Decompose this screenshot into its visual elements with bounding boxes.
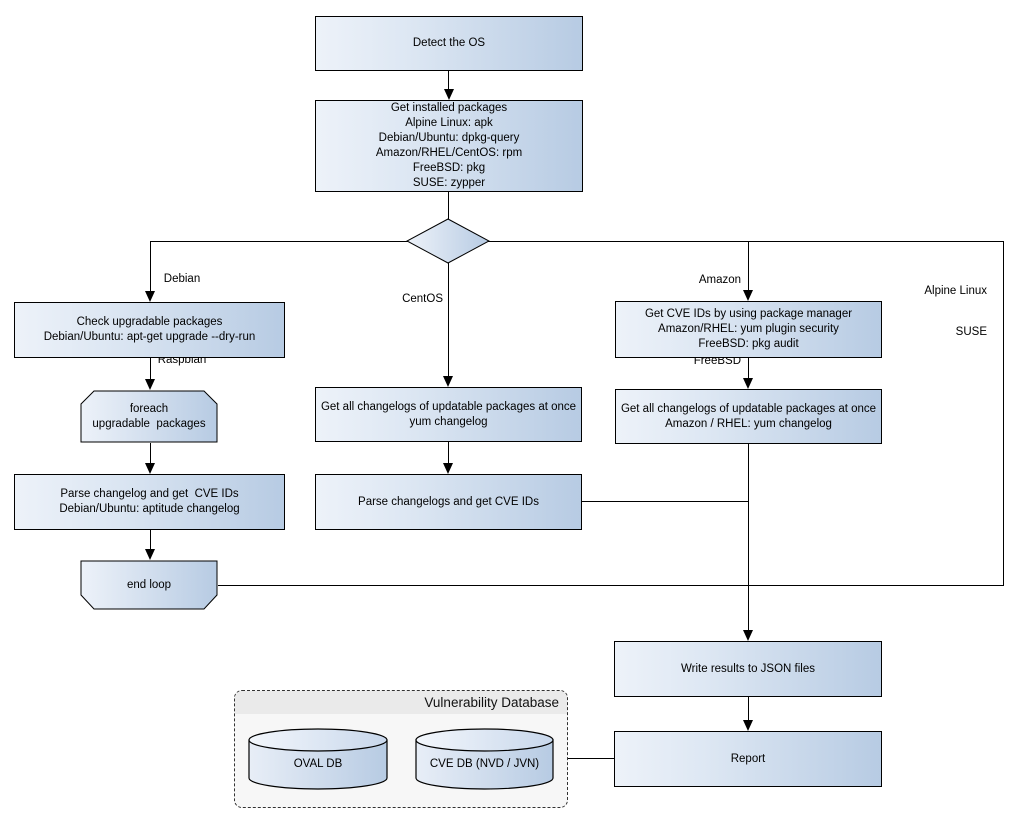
node-get-cve-ids-package-manager: Get CVE IDs by using package manager Ama…	[615, 301, 882, 358]
db-cylinder-cve: CVE DB (NVD / JVN)	[415, 728, 554, 792]
node-line: Amazon/RHEL: yum plugin security	[658, 323, 839, 335]
connector-line	[448, 263, 449, 378]
branch-label-centos: CentOS	[383, 266, 443, 334]
connector-line	[568, 758, 614, 759]
arrowhead-icon	[145, 549, 155, 560]
node-line: Debian/Ubuntu: aptitude changelog	[59, 503, 240, 515]
arrowhead-icon	[743, 378, 753, 389]
branch-label-line: SUSE	[955, 325, 987, 338]
connector-line	[748, 697, 749, 722]
node-line: Check upgradable packages	[76, 316, 223, 328]
connector-line	[218, 585, 1004, 586]
node-line: Debian/Ubuntu: dpkg-query	[378, 132, 520, 144]
node-write-results-json: Write results to JSON files	[614, 641, 882, 697]
node-get-changelogs-centos: Get all changelogs of updatable packages…	[315, 387, 582, 442]
arrowhead-icon	[443, 376, 453, 387]
arrowhead-icon	[743, 630, 753, 641]
node-get-changelogs-amazon: Get all changelogs of updatable packages…	[615, 389, 882, 444]
loop-start-shape-icon	[80, 390, 218, 443]
node-line: Get all changelogs of updatable packages…	[620, 402, 877, 415]
node-line: upgradable packages	[92, 417, 206, 430]
connector-line	[448, 442, 449, 465]
connector-line	[150, 241, 410, 242]
connector-line	[150, 443, 151, 465]
connector-line	[748, 358, 749, 380]
node-report: Report	[614, 731, 882, 787]
node-get-installed-packages: Get installed packages Alpine Linux: apk…	[315, 100, 583, 192]
vulnerability-database-header: Vulnerability Database	[235, 691, 567, 714]
connector-line	[448, 192, 449, 220]
db-label: OVAL DB	[293, 757, 343, 770]
node-line: Write results to JSON files	[681, 662, 815, 675]
database-cylinder-icon	[415, 728, 554, 790]
node-parse-changelog-debian: Parse changelog and get CVE IDs Debian/U…	[14, 474, 285, 530]
node-line: Alpine Linux: apk	[405, 117, 493, 129]
node-line: Debian/Ubuntu: apt-get upgrade --dry-run	[43, 331, 256, 343]
diamond-shape-icon	[405, 218, 491, 264]
database-cylinder-icon	[248, 728, 388, 790]
vulnerability-database-title: Vulnerability Database	[424, 695, 559, 710]
node-line: Amazon / RHEL: yum changelog	[665, 417, 832, 430]
decision-diamond	[405, 218, 491, 264]
connector-line	[150, 358, 151, 381]
node-line: Parse changelog and get CVE IDs	[60, 488, 239, 500]
connector-line	[150, 241, 151, 293]
node-line: Get CVE IDs by using package manager	[644, 308, 853, 320]
connector-line	[1003, 241, 1004, 585]
node-line: SUSE: zypper	[412, 177, 486, 189]
node-line: end loop	[126, 578, 172, 591]
branch-label-line: Alpine Linux	[924, 285, 987, 297]
connector-line	[748, 241, 749, 292]
node-line: FreeBSD: pkg audit	[698, 338, 799, 350]
node-line: Detect the OS	[412, 37, 486, 49]
arrowhead-icon	[145, 463, 155, 474]
db-cylinder-oval: OVAL DB	[248, 728, 388, 792]
node-end-loop: end loop	[80, 560, 218, 610]
arrowhead-icon	[443, 463, 453, 474]
connector-line	[582, 501, 748, 502]
arrowhead-icon	[743, 720, 753, 731]
node-line: FreeBSD: pkg	[412, 162, 486, 174]
node-line: Parse changelogs and get CVE IDs	[358, 495, 539, 508]
db-label: CVE DB (NVD / JVN)	[429, 757, 540, 770]
branch-label-line: FreeBSD	[693, 355, 741, 367]
loop-end-shape-icon	[80, 560, 218, 610]
node-foreach-loop: foreach upgradable packages	[80, 390, 218, 443]
node-line: Get installed packages	[390, 102, 508, 114]
node-line: Get all changelogs of updatable packages…	[320, 400, 577, 413]
connector-line	[448, 71, 449, 91]
connector-line	[748, 444, 749, 632]
branch-label-line: CentOS	[402, 293, 443, 305]
node-check-upgradable-packages: Check upgradable packages Debian/Ubuntu:…	[14, 302, 285, 358]
branch-label-alpine: Alpine Linux SUSE	[887, 258, 987, 366]
node-line: Amazon/RHEL/CentOS: rpm	[375, 147, 523, 159]
branch-label-line: Debian	[163, 273, 201, 285]
node-detect-os: Detect the OS	[315, 16, 583, 71]
arrowhead-icon	[145, 379, 155, 390]
node-line: foreach	[129, 402, 169, 415]
node-line: yum changelog	[409, 415, 488, 428]
connector-line	[150, 530, 151, 551]
branch-label-line: Amazon	[698, 274, 741, 286]
node-parse-changelogs-centos: Parse changelogs and get CVE IDs	[315, 474, 582, 530]
arrowhead-icon	[444, 89, 454, 100]
arrowhead-icon	[743, 290, 753, 301]
connector-line	[487, 241, 1004, 242]
node-line: Report	[730, 752, 766, 765]
arrowhead-icon	[145, 291, 155, 302]
